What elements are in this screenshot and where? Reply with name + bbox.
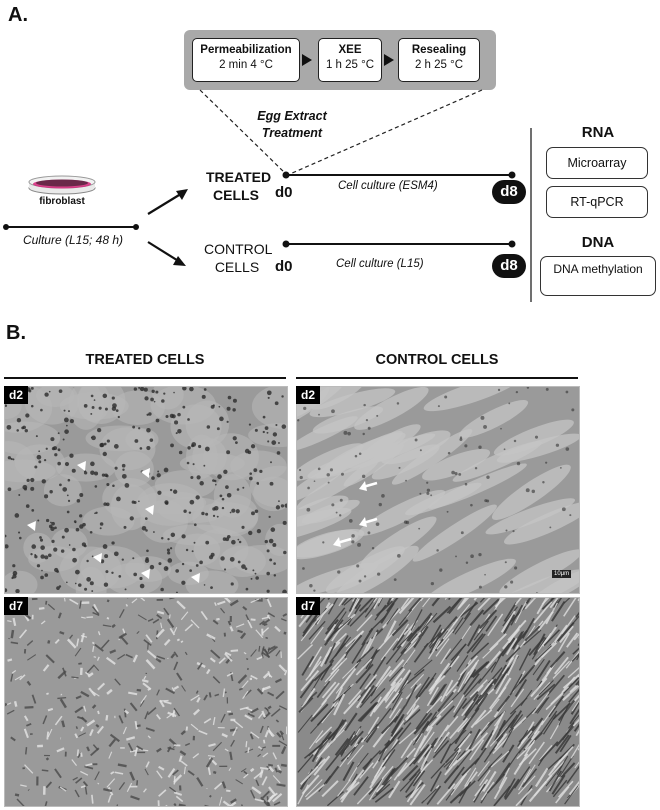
step-detail: 1 h 25 °C	[325, 59, 375, 71]
treated-header-underline	[4, 377, 286, 379]
culture-label: Culture (L15; 48 h)	[22, 233, 124, 247]
treated-culture-label: Cell culture (ESM4)	[338, 180, 438, 192]
assay-microarray: Microarray	[546, 147, 648, 179]
control-culture-label: Cell culture (L15)	[336, 258, 424, 270]
assay-rt-qpcr: RT-qPCR	[546, 186, 648, 218]
control-header-underline	[296, 377, 578, 379]
step-name: Resealing	[411, 44, 467, 56]
treated-cells-label: TREATED CELLS	[206, 169, 272, 203]
treated-start-day: d0	[275, 184, 293, 201]
assay-dna-methylation: DNA methylation	[540, 256, 656, 296]
dashed-line-left	[199, 89, 287, 175]
step-detail: 2 min 4 °C	[219, 59, 273, 71]
rna-title: RNA	[581, 124, 615, 141]
arrow-to-treated	[176, 189, 188, 200]
panel-b-letter: B.	[6, 322, 26, 344]
step-permeabilization: Permeabilization 2 min 4 °C	[192, 38, 300, 82]
micrograph-control-d2	[296, 386, 580, 594]
step-name: XEE	[338, 44, 362, 56]
petri-dish-icon	[28, 175, 96, 195]
treated-end-day: d8	[492, 180, 526, 204]
step-resealing: Resealing 2 h 25 °C	[398, 38, 480, 82]
day-tag-treated-d7: d7	[4, 597, 29, 615]
treated-header: TREATED CELLS	[85, 352, 205, 368]
panel-a-diagram	[3, 54, 532, 302]
micrograph-control-d7	[296, 597, 580, 807]
control-cells-label: CONTROL CELLS	[204, 241, 273, 275]
control-end-day: d8	[492, 254, 526, 278]
step-arrow-2	[384, 54, 394, 66]
step-arrow-1	[302, 54, 312, 66]
day-tag-control-d7: d7	[296, 597, 321, 615]
control-header: CONTROL CELLS	[375, 352, 499, 368]
egg-extract-label: Egg Extract Treatment	[257, 109, 327, 140]
control-start-day: d0	[275, 258, 293, 275]
scale-bar-control-d2: 10μm	[552, 570, 572, 578]
step-name: Permeabilization	[200, 44, 292, 56]
micrograph-treated-d7	[4, 597, 288, 807]
panel-a-letter: A.	[8, 4, 28, 26]
day-tag-control-d2: d2	[296, 386, 321, 404]
dna-title: DNA	[581, 234, 615, 251]
day-tag-treated-d2: d2	[4, 386, 29, 404]
dish-label: fibroblast	[39, 196, 85, 207]
step-detail: 2 h 25 °C	[414, 59, 464, 71]
step-xee: XEE 1 h 25 °C	[318, 38, 382, 82]
micrograph-treated-d2	[4, 386, 288, 594]
arrow-to-control	[173, 256, 186, 266]
